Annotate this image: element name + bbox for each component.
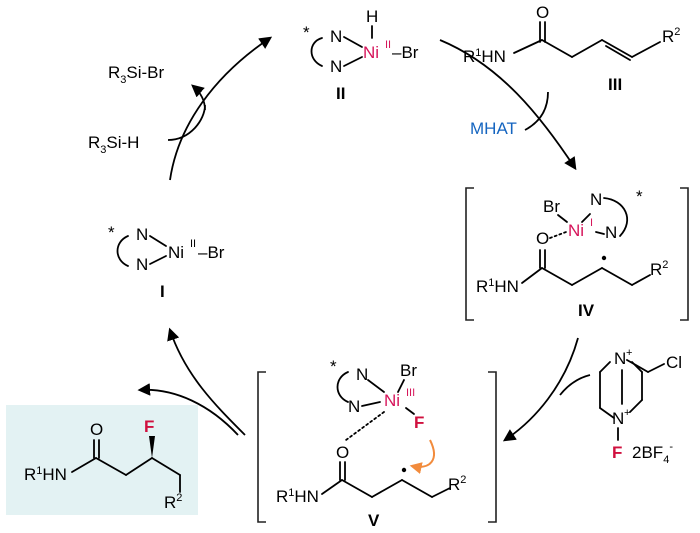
svg-text:I: I xyxy=(590,217,593,229)
svg-text:IV: IV xyxy=(578,301,595,320)
intermediate-V: * N N Br Ni III F O R1HN R2 V xyxy=(257,357,497,530)
svg-text:R2: R2 xyxy=(448,474,466,494)
svg-text:N: N xyxy=(612,409,624,428)
cycle-arrow-V-to-I xyxy=(167,327,246,436)
svg-text:V: V xyxy=(368,511,380,530)
svg-text:Ni: Ni xyxy=(384,391,400,410)
silane-in-arrow xyxy=(167,104,206,141)
svg-text:III: III xyxy=(608,75,622,94)
cycle-arrow-IV-to-V xyxy=(502,337,579,442)
svg-text:–Br: –Br xyxy=(198,243,225,262)
svg-text:F: F xyxy=(144,417,154,436)
complex-I: * N N Ni II –Br I xyxy=(108,223,225,301)
svg-text:F: F xyxy=(414,413,424,432)
svg-text:Br: Br xyxy=(543,197,560,216)
intermediate-IV: Br Ni I N N * O R1HN R2 IV xyxy=(465,187,689,321)
svg-text:*: * xyxy=(108,223,115,242)
svg-text:Ni: Ni xyxy=(168,243,184,262)
svg-text:N: N xyxy=(356,365,368,384)
svg-text:N: N xyxy=(136,255,148,274)
svg-text:N: N xyxy=(348,397,360,416)
svg-text:*: * xyxy=(330,357,337,376)
svg-text:II: II xyxy=(385,39,391,51)
svg-text:O: O xyxy=(336,443,349,462)
svg-text:*: * xyxy=(636,187,643,206)
substrate-III: O R1HN R2 III xyxy=(463,3,680,94)
svg-text:R1HN: R1HN xyxy=(463,47,506,66)
svg-text:N: N xyxy=(136,225,148,244)
svg-text:II: II xyxy=(336,84,345,103)
svg-text:2BF4-: 2BF4- xyxy=(632,441,673,466)
svg-text:–Br: –Br xyxy=(392,43,419,62)
mhat-label: MHAT xyxy=(470,119,517,138)
svg-text:R2: R2 xyxy=(662,26,680,46)
alkene-in-arrow xyxy=(524,91,549,131)
svg-text:Ni: Ni xyxy=(568,221,584,240)
svg-text:O: O xyxy=(536,3,549,22)
svg-text:R2: R2 xyxy=(650,259,668,279)
svg-text:N: N xyxy=(330,27,342,46)
svg-text:O: O xyxy=(90,420,103,439)
svg-text:Cl: Cl xyxy=(666,353,682,372)
svg-text:O: O xyxy=(536,229,549,248)
svg-text:R2: R2 xyxy=(164,492,182,512)
svg-text:N: N xyxy=(605,223,617,242)
svg-text:*: * xyxy=(303,23,310,42)
silyl-bromide-out-arrow xyxy=(191,84,206,111)
selectfluor: N + Cl N + F 2BF4- xyxy=(599,347,682,466)
cycle-arrow-I-to-II xyxy=(169,36,273,181)
product-box xyxy=(6,405,198,515)
svg-text:I: I xyxy=(160,282,165,301)
product-release-arrow xyxy=(137,383,239,436)
fluorinated-product: O R1HN F R2 xyxy=(24,417,182,512)
silyl-bromide: R3Si-Br xyxy=(108,63,165,86)
svg-text:R1HN: R1HN xyxy=(24,465,67,484)
selectfluor-in-arrow xyxy=(559,374,591,396)
svg-text:N: N xyxy=(590,190,602,209)
svg-text:+: + xyxy=(626,347,632,359)
svg-text:II: II xyxy=(190,238,196,250)
svg-text:F: F xyxy=(612,443,622,462)
complex-II: * N N H Ni II –Br II xyxy=(303,7,419,103)
svg-text:Br: Br xyxy=(400,361,417,380)
fluorine-transfer-arrow xyxy=(409,439,435,474)
svg-text:III: III xyxy=(406,387,415,399)
cycle-arrow-II-to-IV xyxy=(439,39,577,171)
silane: R3Si-H xyxy=(88,133,139,156)
svg-text:N: N xyxy=(330,57,342,76)
svg-text:+: + xyxy=(624,407,630,419)
svg-text:R1HN: R1HN xyxy=(276,487,319,506)
svg-text:N: N xyxy=(614,349,626,368)
svg-text:H: H xyxy=(366,7,378,26)
svg-text:R1HN: R1HN xyxy=(476,277,519,296)
svg-text:Ni: Ni xyxy=(363,43,379,62)
